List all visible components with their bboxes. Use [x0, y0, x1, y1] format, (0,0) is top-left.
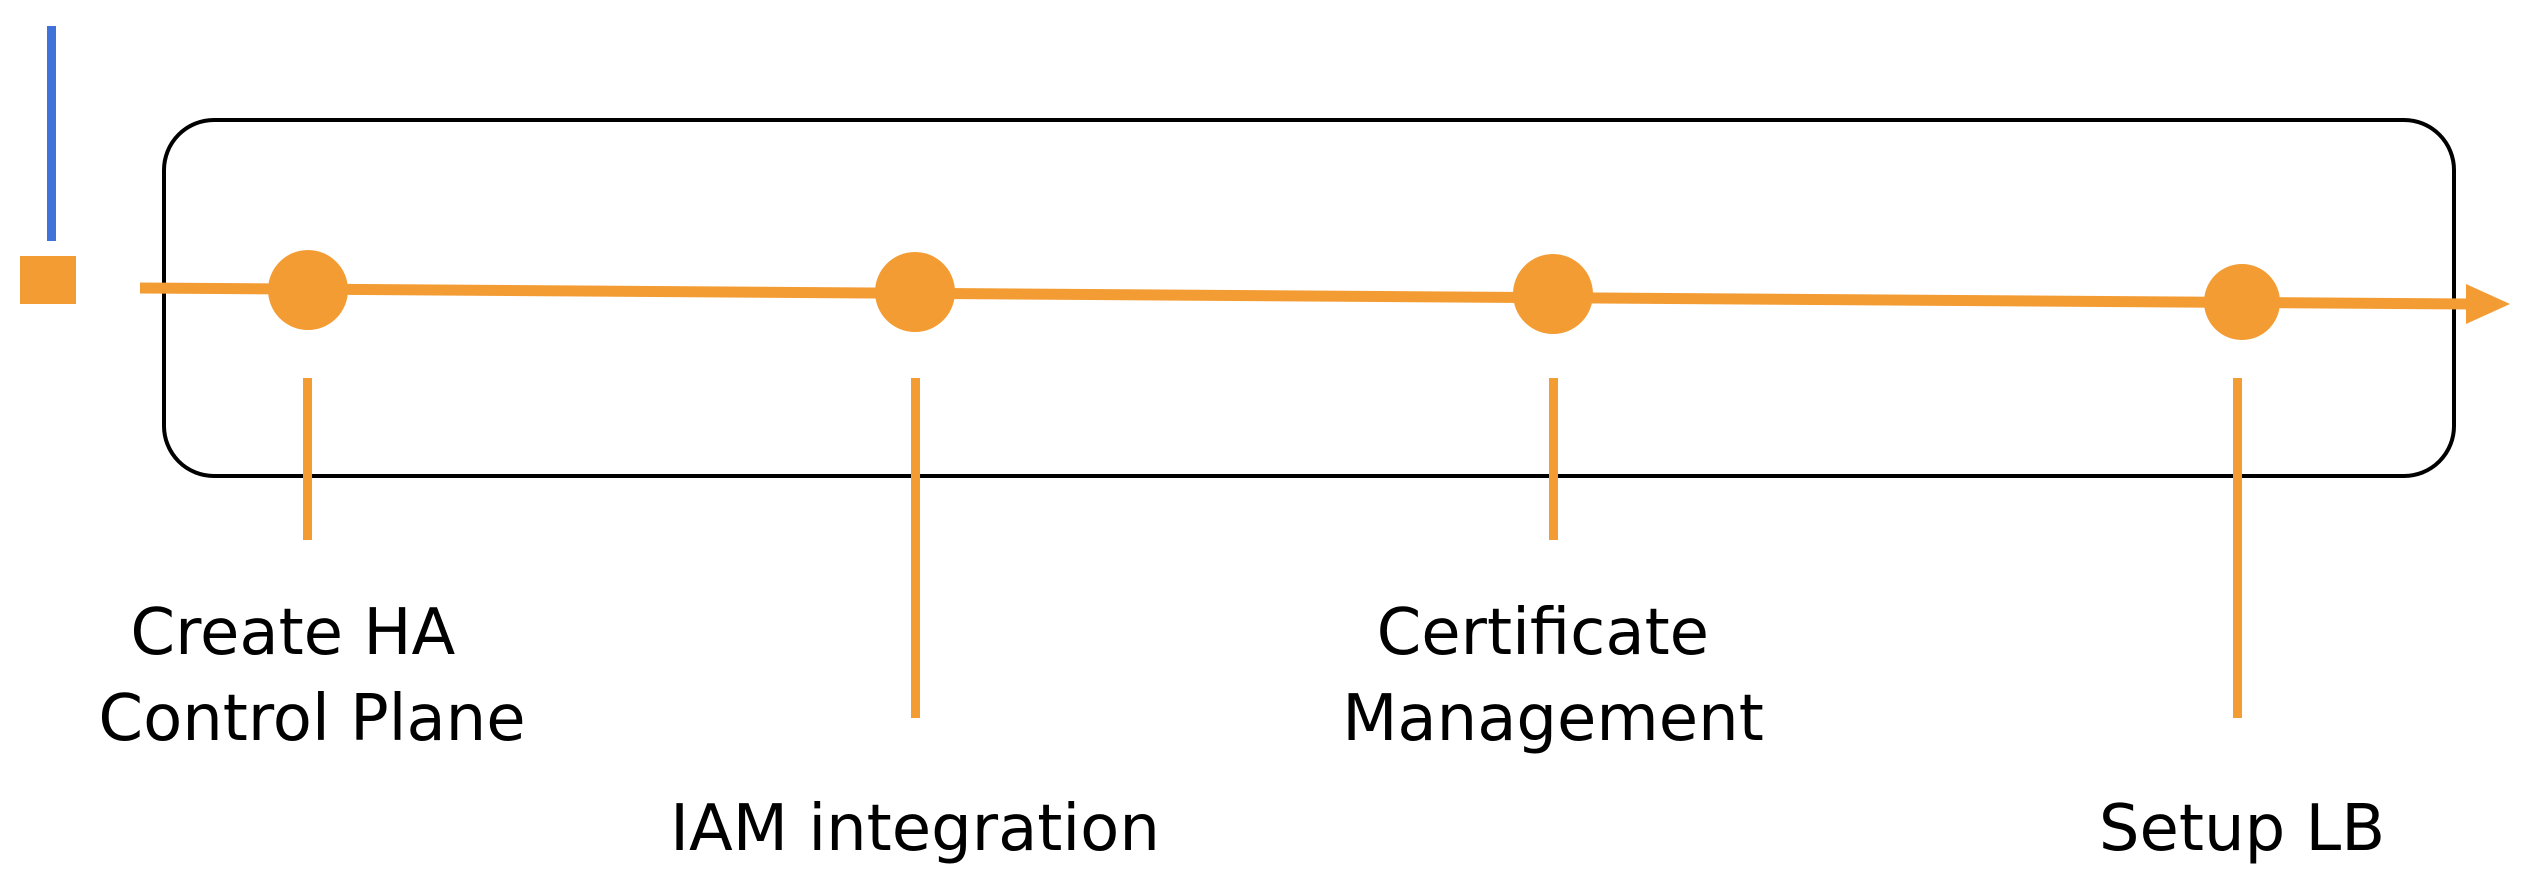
milestone-label-create-ha: Create HA Control Plane: [98, 596, 525, 756]
milestone-tick-certificate: [1549, 378, 1558, 540]
timeline-arrow-line: [139, 282, 2471, 310]
milestone-dot-create-ha: [268, 250, 348, 330]
milestone-tick-iam: [911, 378, 920, 718]
milestone-dot-setup-lb: [2204, 264, 2280, 340]
milestone-tick-create-ha: [303, 378, 312, 540]
timeline-frame: [162, 118, 2456, 478]
blue-marker-line: [47, 26, 56, 241]
orange-square-marker: [20, 256, 76, 304]
milestone-dot-iam: [875, 252, 955, 332]
milestone-label-iam: IAM integration: [670, 792, 1160, 866]
milestone-dot-certificate: [1513, 254, 1593, 334]
milestone-tick-setup-lb: [2233, 378, 2242, 718]
milestone-label-certificate: Certificate Management: [1342, 596, 1764, 756]
milestone-label-setup-lb: Setup LB: [2099, 792, 2385, 866]
timeline-arrowhead: [2466, 284, 2510, 324]
